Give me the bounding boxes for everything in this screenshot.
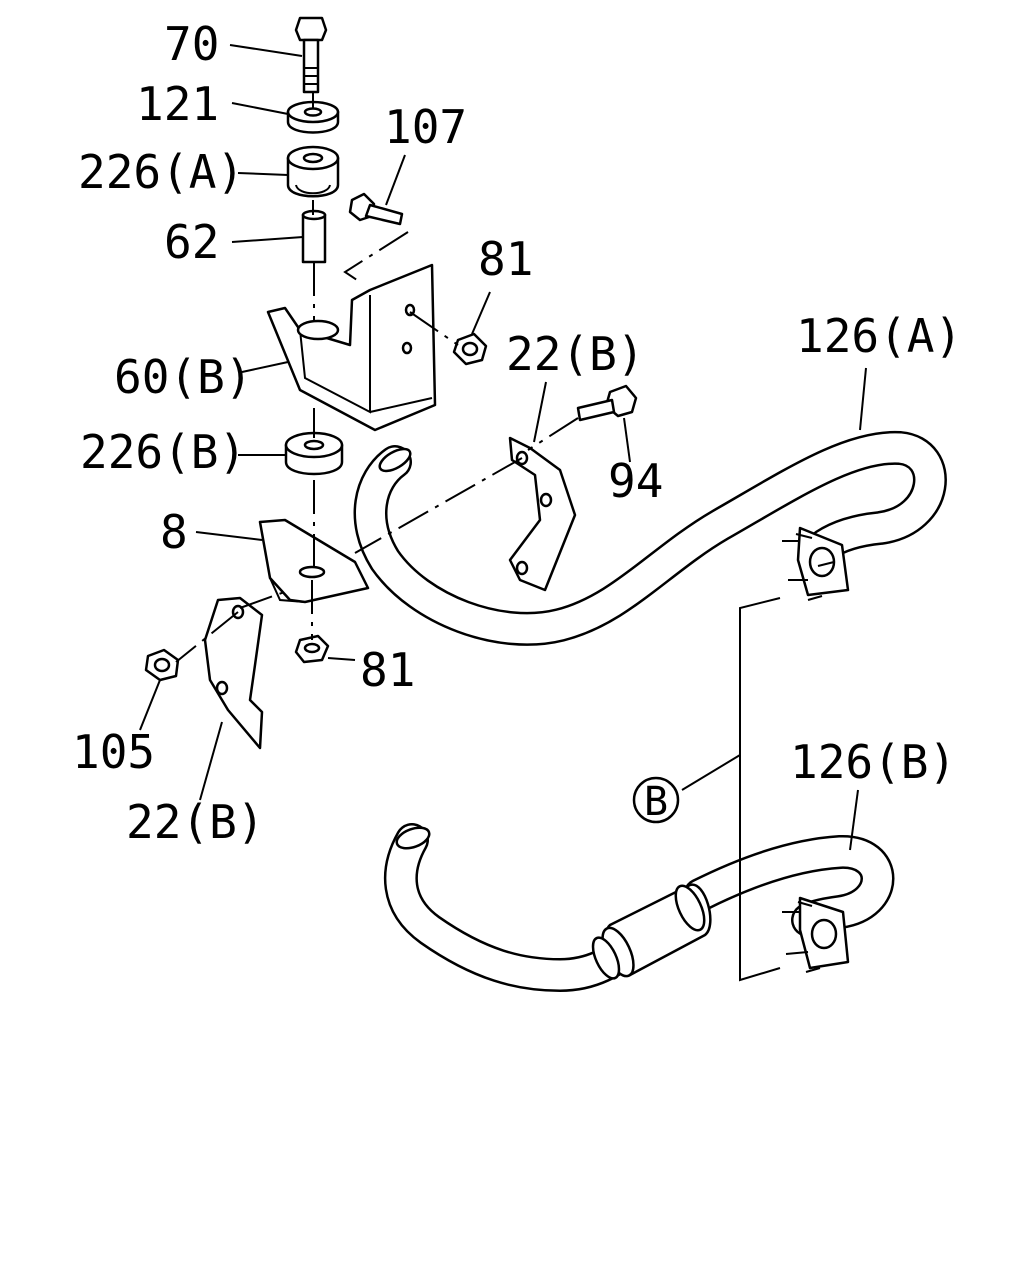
bolt-70 [294, 16, 328, 94]
label-81-top: 81 [478, 232, 533, 286]
bracket-22b-bottom [203, 596, 264, 750]
label-22b-top: 22(B) [506, 327, 644, 381]
bracket-60b [266, 263, 437, 432]
label-94: 94 [608, 454, 663, 508]
reference-b-lines [681, 597, 781, 982]
leader-lines [139, 44, 867, 851]
washer-121 [286, 100, 340, 134]
label-22b-bottom: 22(B) [126, 795, 264, 849]
part-labels: 70 121 226(A) 107 62 81 60(B) 22(B) 126(… [72, 17, 962, 849]
label-226b: 226(B) [80, 425, 246, 479]
nut-105 [144, 648, 180, 682]
nut-81-top [452, 332, 488, 366]
label-126b: 126(B) [790, 735, 956, 789]
label-60b: 60(B) [114, 350, 252, 404]
cushion-226b [284, 431, 344, 476]
flange-126b [782, 896, 850, 973]
collar-62 [301, 209, 327, 264]
bolt-107 [348, 192, 404, 226]
reference-b-letter: B [644, 779, 668, 825]
bolt-94 [576, 384, 638, 422]
reference-b-callout: B [632, 776, 680, 825]
assembly-lines [175, 92, 579, 663]
muffler [591, 883, 712, 980]
exhaust-pipe-126a [353, 430, 947, 646]
label-62: 62 [164, 215, 219, 269]
label-107: 107 [384, 100, 467, 154]
label-81-bottom: 81 [360, 643, 415, 697]
label-121: 121 [136, 77, 219, 131]
nut-81-bottom [294, 634, 330, 664]
label-8: 8 [160, 505, 188, 559]
bracket-22b-top [508, 436, 577, 592]
label-70: 70 [164, 17, 219, 71]
label-105: 105 [72, 725, 155, 779]
label-126a: 126(A) [796, 309, 962, 363]
label-226a: 226(A) [78, 145, 244, 199]
cushion-226a [286, 145, 340, 198]
flange-126a [782, 526, 850, 601]
